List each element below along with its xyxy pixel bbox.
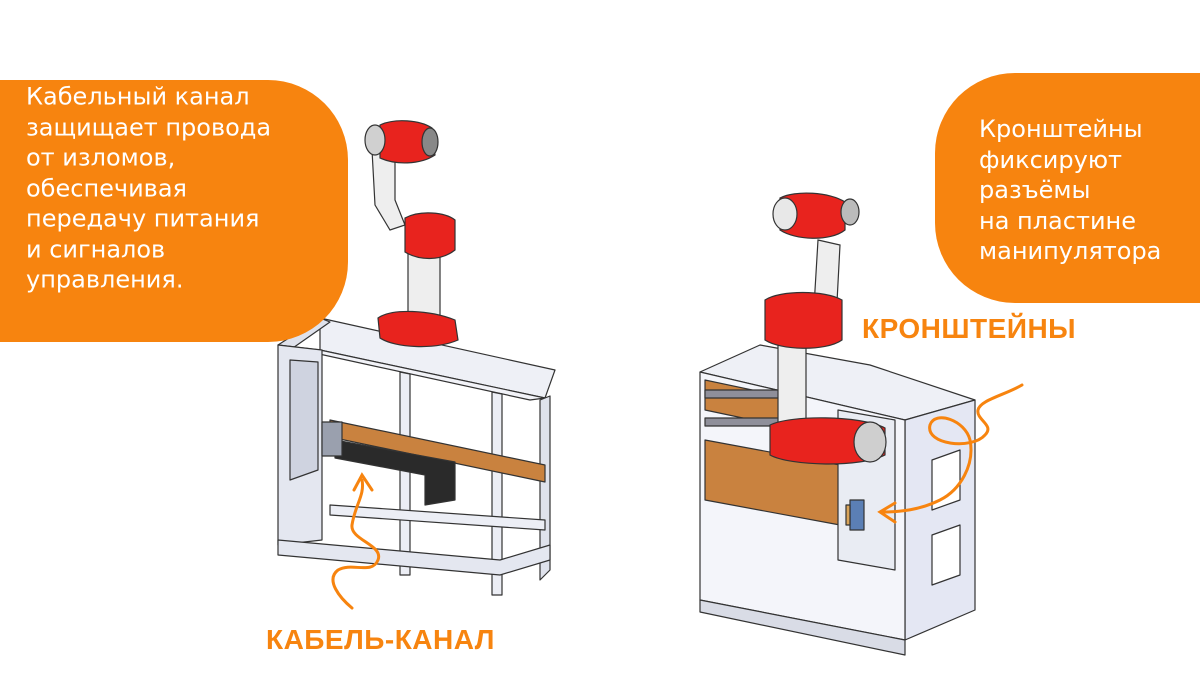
callout-line: и сигналов <box>26 234 166 263</box>
cable-channel-arrow <box>331 472 381 610</box>
callout-line: от изломов, <box>26 143 176 172</box>
right-robot-arm <box>764 192 887 465</box>
cable-channel-description: Кабельный канал защищает провода от изло… <box>26 81 336 295</box>
callout-line: Кронштейны <box>979 114 1143 143</box>
brackets-callout: Кронштейны фиксируют разъёмы на пластине… <box>935 73 1200 303</box>
brackets-arrow <box>877 383 1024 524</box>
callout-line: передачу питания <box>26 204 260 233</box>
left-robot-arm <box>364 120 459 348</box>
cable-channel-callout: Кабельный канал защищает провода от изло… <box>0 80 348 342</box>
callout-line: разъёмы <box>979 175 1091 204</box>
callout-line: фиксируют <box>979 145 1123 174</box>
callout-line: Кабельный канал <box>26 82 250 111</box>
cable-channel-label: КАБЕЛЬ-КАНАЛ <box>266 624 495 655</box>
callout-line: обеспечивая <box>26 173 187 202</box>
brackets-label: КРОНШТЕЙНЫ <box>862 313 1077 344</box>
right-frame-assembly <box>699 344 976 656</box>
brackets-description: Кронштейны фиксируют разъёмы на пластине… <box>979 114 1199 267</box>
callout-line: защищает провода <box>26 112 272 141</box>
callout-line: управления. <box>26 265 184 294</box>
left-frame-assembly <box>277 317 556 596</box>
callout-line: манипулятора <box>979 236 1162 265</box>
callout-line: на пластине <box>979 206 1136 235</box>
